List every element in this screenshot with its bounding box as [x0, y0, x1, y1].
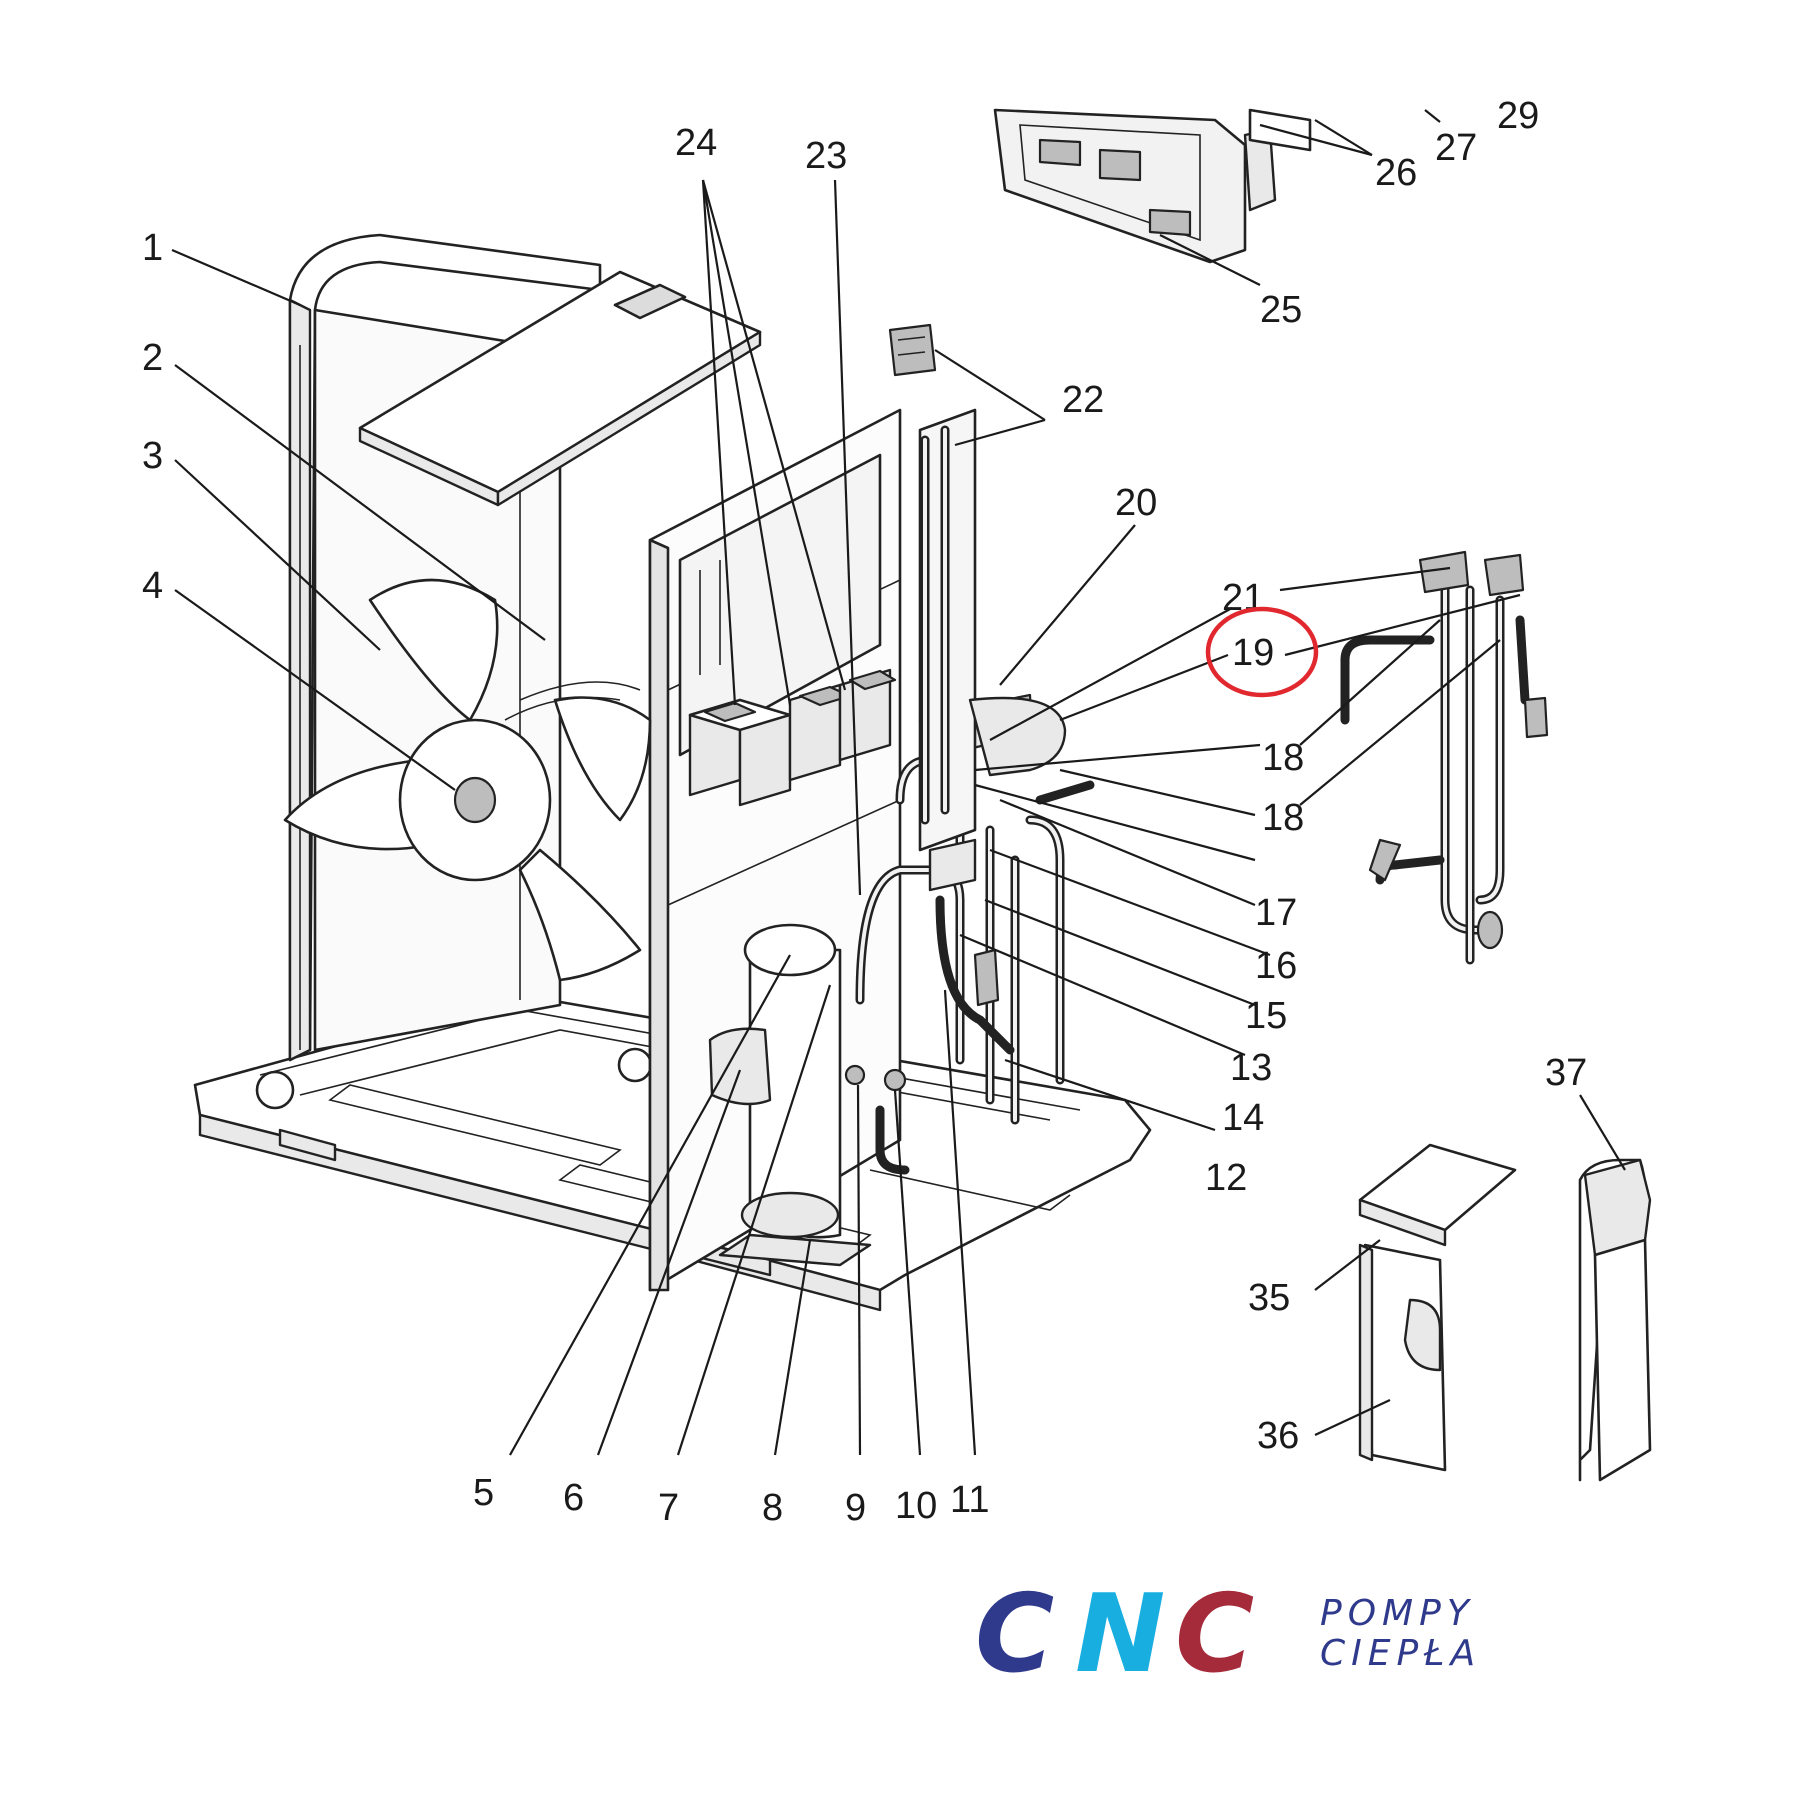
- callout-18a: 18: [1262, 737, 1304, 779]
- reactor-blocks: [688, 668, 897, 807]
- heat-exchanger: [918, 408, 1095, 852]
- callout-29: 29: [1497, 95, 1539, 137]
- callout-11: 11: [950, 1479, 989, 1521]
- control-board: [993, 108, 1312, 264]
- callout-22: 22: [1062, 379, 1104, 421]
- callout-12: 12: [1205, 1157, 1247, 1199]
- fan-assembly: [283, 578, 652, 982]
- callout-27: 27: [1435, 127, 1477, 169]
- top-plate: [358, 270, 762, 507]
- callout-8: 8: [762, 1487, 783, 1529]
- callout-26: 26: [1375, 152, 1417, 194]
- callout-19-highlight-ring: [1205, 606, 1319, 698]
- callout-19: 19: [1232, 632, 1274, 674]
- brand-logo: C N C POMPY CIEPŁA: [975, 1572, 1535, 1697]
- callout-16: 16: [1255, 945, 1297, 987]
- logo-tagline-pompy: POMPY: [1320, 1593, 1475, 1634]
- callout-15: 15: [1245, 995, 1287, 1037]
- callout-17: 17: [1255, 892, 1297, 934]
- logo-letter-c1: C: [975, 1572, 1054, 1697]
- callout-20: 20: [1115, 482, 1157, 524]
- callout-1: 1: [142, 227, 163, 269]
- callout-6: 6: [563, 1477, 584, 1519]
- callout-18b: 18: [1262, 797, 1304, 839]
- callout-9: 9: [845, 1487, 866, 1529]
- callout-7: 7: [658, 1487, 679, 1529]
- callout-37: 37: [1545, 1052, 1587, 1094]
- callout-numbers: 1 2 3 4 5 6 7 8 9 10 11 12 14 13 15 16 1…: [142, 95, 1587, 1529]
- callout-13: 13: [1230, 1047, 1272, 1089]
- callout-36: 36: [1257, 1415, 1299, 1457]
- logo-tagline-ciepla: CIEPŁA: [1320, 1633, 1482, 1674]
- valve-assembly: [1340, 550, 1549, 965]
- service-panels: [1358, 1143, 1652, 1482]
- callout-2: 2: [142, 337, 163, 379]
- callout-14: 14: [1222, 1097, 1264, 1139]
- fuse-holder: [888, 323, 937, 377]
- callout-4: 4: [142, 565, 163, 607]
- callout-5: 5: [473, 1472, 494, 1514]
- logo-letter-n: N: [1075, 1572, 1165, 1697]
- callout-10: 10: [895, 1485, 937, 1527]
- logo-letter-c2: C: [1175, 1572, 1254, 1697]
- callout-25: 25: [1260, 289, 1302, 331]
- callout-35: 35: [1248, 1277, 1290, 1319]
- callout-3: 3: [142, 435, 163, 477]
- callout-24: 24: [675, 122, 717, 164]
- leader-lines: [171, 109, 1626, 1456]
- callout-23: 23: [805, 135, 847, 177]
